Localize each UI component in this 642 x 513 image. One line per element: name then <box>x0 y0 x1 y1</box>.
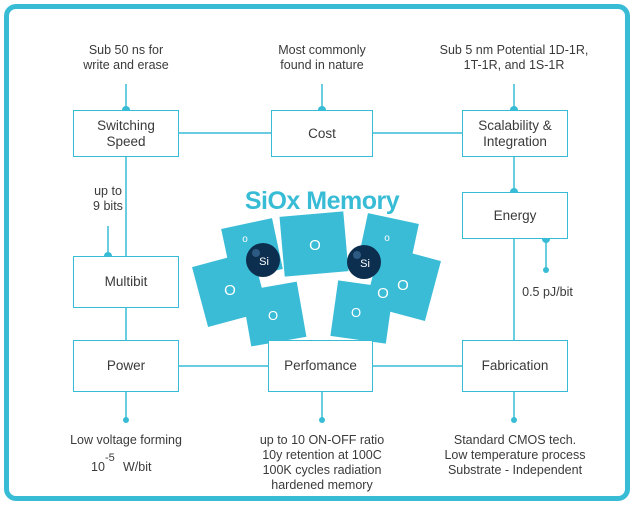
annotation-scalability: Sub 5 nm Potential 1D-1R, 1T-1R, and 1S-… <box>439 43 589 72</box>
oxygen-label: O <box>377 285 389 302</box>
oxygen-label: O <box>397 277 409 294</box>
node-energy: Energy <box>462 192 568 239</box>
annotation-cost: Most commonly found in nature <box>278 43 366 72</box>
oxygen-label: O <box>268 308 278 323</box>
oxygen-label-small: o <box>242 234 248 245</box>
annotation-switching-speed: Sub 50 ns for write and erase <box>83 43 169 72</box>
annotation-performance: up to 10 ON-OFF ratio <box>259 433 385 447</box>
node-performance: Perfomance <box>268 340 373 392</box>
node-switching-speed: Switching Speed <box>73 110 179 157</box>
annotation-power-value: 10 -5 W/bit <box>80 450 180 480</box>
oxygen-label-small: o <box>384 233 390 244</box>
dot-fabrication <box>511 417 517 423</box>
node-multibit: Multibit <box>73 256 179 308</box>
dot-power <box>123 417 129 423</box>
annotation-power: Low voltage forming <box>70 433 182 447</box>
diagram-title: SiOx Memory <box>244 187 400 215</box>
oxygen-tile <box>279 211 349 277</box>
node-fabrication: Fabrication <box>462 340 568 392</box>
oxygen-label: O <box>224 282 236 299</box>
power-base: 10 <box>91 460 105 474</box>
si-atom-label: Si <box>360 258 370 270</box>
annotation-energy: 0.5 pJ/bit <box>522 285 573 299</box>
annotation-multibit: up to 9 bits <box>93 184 123 213</box>
oxygen-tile <box>241 281 307 347</box>
oxygen-label: O <box>351 305 361 320</box>
sio2-molecule-illustration: Si Si O O O O O O o o <box>192 211 441 347</box>
power-exponent: -5 <box>105 452 115 464</box>
oxygen-label: O <box>309 237 321 254</box>
si-atom-label: Si <box>259 256 269 268</box>
node-scalability-integration: Scalability & Integration <box>462 110 568 157</box>
dot-performance <box>319 417 325 423</box>
annotation-performance-details: 10y retention at 100C 100K cycles radiat… <box>262 448 382 492</box>
dot-energy-end <box>543 267 549 273</box>
node-power: Power <box>73 340 179 392</box>
annotation-fabrication: Standard CMOS tech. Low temperature proc… <box>444 433 586 477</box>
oxygen-tile <box>330 280 394 344</box>
power-unit: W/bit <box>123 460 152 474</box>
node-cost: Cost <box>271 110 373 157</box>
